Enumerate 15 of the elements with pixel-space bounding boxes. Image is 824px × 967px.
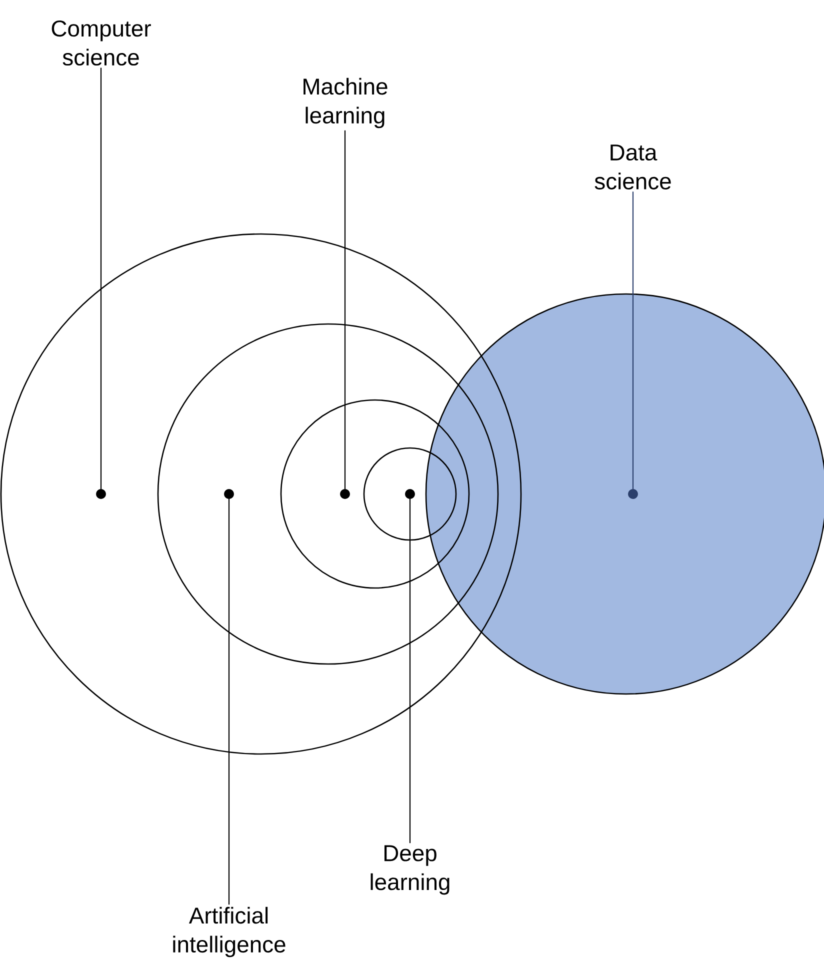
leader-line (628, 192, 638, 499)
leader-line (340, 130, 350, 499)
circle (157, 323, 499, 665)
leader-line (224, 489, 234, 905)
circle (280, 399, 470, 589)
leader-line (96, 68, 106, 499)
circle (0, 233, 522, 755)
label: Machine learning (304, 78, 388, 128)
label: Computer science (52, 20, 151, 66)
label: Artificial intelligence (173, 906, 286, 958)
circle (425, 293, 824, 695)
label: Deep learning (370, 845, 450, 895)
leader-line (405, 489, 415, 844)
circle (363, 447, 457, 541)
label: Data science (594, 144, 671, 190)
